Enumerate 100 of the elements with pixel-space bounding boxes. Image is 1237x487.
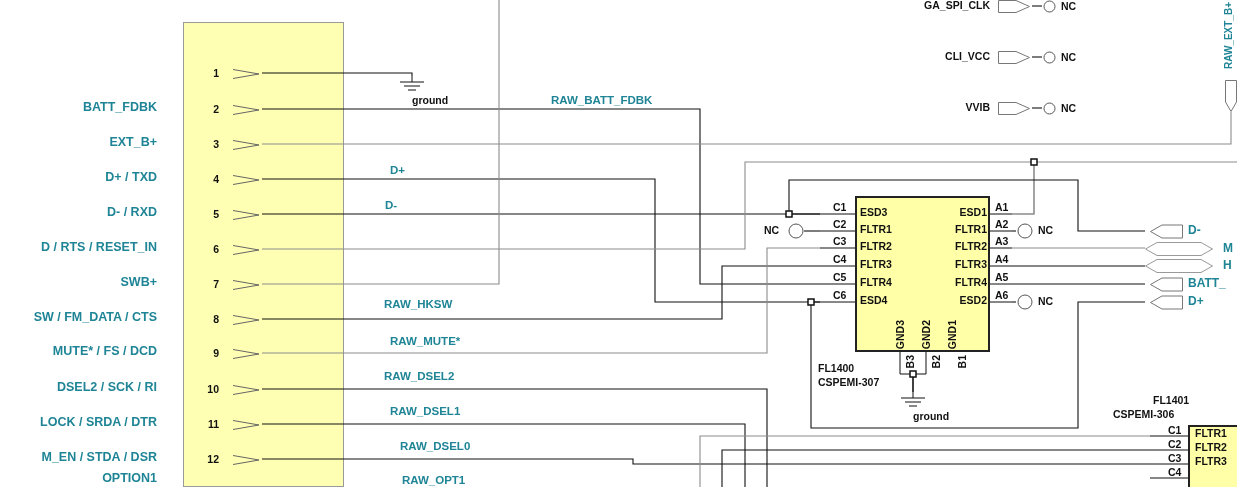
pin-number: 6 bbox=[212, 244, 219, 256]
part-label: CSPEMI-307 bbox=[818, 377, 880, 389]
pin-name: GND2 bbox=[921, 320, 933, 350]
pin-label: B3 bbox=[905, 355, 917, 369]
signal-label: D / RTS / RESET_IN bbox=[40, 241, 157, 255]
pin-name: FLTR2 bbox=[860, 241, 892, 253]
pin-number: 4 bbox=[212, 174, 219, 186]
wire bbox=[1011, 161, 1237, 215]
part-label: CSPEMI-306 bbox=[1113, 409, 1175, 421]
nc-label: NC bbox=[1061, 0, 1077, 13]
wire bbox=[1031, 56, 1043, 58]
pin-name: GND1 bbox=[947, 320, 959, 350]
pin-label: C4 bbox=[1168, 467, 1182, 479]
signal-label: RAW_EXT_B+ bbox=[1223, 2, 1234, 69]
pin-number: 1 bbox=[212, 68, 219, 80]
pin-label: C1 bbox=[1168, 425, 1182, 437]
pin-number: 5 bbox=[212, 209, 219, 221]
signal-label: RAW_OPT1 bbox=[402, 474, 466, 487]
pin-label: A6 bbox=[995, 290, 1009, 302]
signal-label: H bbox=[1223, 259, 1232, 273]
wire bbox=[1031, 5, 1043, 7]
nc-label: NC bbox=[1038, 296, 1054, 308]
signal-label: SW / FM_DATA / CTS bbox=[32, 311, 157, 325]
pin-name: FLTR1 bbox=[1195, 428, 1227, 440]
signal-label: D+ bbox=[1188, 295, 1204, 309]
wire bbox=[810, 301, 1146, 429]
pin-label: C2 bbox=[833, 219, 847, 231]
wire bbox=[261, 458, 1151, 465]
pin-label: C1 bbox=[833, 202, 847, 214]
pin-name: FLTR3 bbox=[1195, 456, 1227, 468]
wire bbox=[721, 449, 1151, 487]
pin-number: 7 bbox=[212, 279, 219, 291]
signal-label: M_EN / STDA / DSR bbox=[40, 451, 157, 465]
wire bbox=[261, 423, 746, 487]
pin-number: 11 bbox=[206, 419, 219, 431]
wire bbox=[803, 230, 821, 232]
pin-name: GND3 bbox=[895, 320, 907, 350]
wire bbox=[788, 179, 1146, 232]
pin-label: A2 bbox=[995, 219, 1009, 231]
pin-name: FLTR1 bbox=[860, 224, 892, 236]
pin-label: A3 bbox=[995, 236, 1009, 248]
pin-label: C3 bbox=[833, 236, 847, 248]
nc-label: NC bbox=[1038, 225, 1054, 237]
pin-name: ESD1 bbox=[958, 207, 987, 219]
nc-label: NC bbox=[1061, 51, 1077, 64]
wire-label: RAW_DSEL1 bbox=[390, 405, 461, 418]
wire-label: RAW_BATT_FDBK bbox=[551, 94, 653, 107]
pin-name: FLTR3 bbox=[860, 259, 892, 271]
pin-name: FLTR2 bbox=[954, 241, 987, 253]
signal-label: CLI_VCC bbox=[944, 51, 990, 63]
wire bbox=[261, 247, 821, 354]
pin-label: B2 bbox=[931, 355, 943, 369]
wire bbox=[261, 108, 821, 285]
pin-name: ESD4 bbox=[860, 295, 888, 307]
signal-label: BATT_FDBK bbox=[81, 101, 157, 115]
wire bbox=[261, 265, 821, 320]
wire bbox=[1011, 265, 1146, 267]
nc-label: NC bbox=[1061, 102, 1077, 115]
pin-label: A5 bbox=[995, 272, 1009, 284]
wire bbox=[261, 72, 413, 77]
pin-label: B1 bbox=[957, 355, 969, 369]
pin-label: A1 bbox=[995, 202, 1009, 214]
signal-label: M bbox=[1223, 242, 1233, 256]
pin-name: FLTR3 bbox=[954, 259, 987, 271]
pin-number: 3 bbox=[212, 139, 219, 151]
signal-label: D- / RXD bbox=[106, 206, 157, 220]
pin-label: C5 bbox=[833, 272, 847, 284]
pin-number: 2 bbox=[212, 104, 219, 116]
wire bbox=[261, 111, 1232, 145]
part-label: FL1400 bbox=[818, 363, 855, 375]
signal-label: D- bbox=[1188, 224, 1201, 238]
pin-label: C4 bbox=[833, 254, 847, 266]
wire-label: RAW_DSEL0 bbox=[400, 440, 471, 453]
part-label: FL1401 bbox=[1153, 395, 1190, 407]
signal-label: VVIB bbox=[964, 102, 990, 114]
signal-label: D+ / TXD bbox=[104, 171, 157, 185]
nc-label: NC bbox=[764, 225, 780, 237]
wire bbox=[261, 388, 768, 487]
wire-label: RAW_DSEL2 bbox=[384, 370, 455, 383]
signal-label: OPTION1 bbox=[101, 472, 157, 486]
pin-number: 10 bbox=[206, 384, 219, 396]
pin-label: A4 bbox=[995, 254, 1009, 266]
pin-label: C6 bbox=[833, 290, 847, 302]
signal-label: BATT_ bbox=[1188, 277, 1226, 291]
signal-label: MUTE* / FS / DCD bbox=[51, 345, 157, 359]
wire bbox=[1011, 283, 1146, 285]
pin-number: 12 bbox=[206, 454, 219, 466]
pin-number: 9 bbox=[212, 348, 219, 360]
wire bbox=[1011, 301, 1017, 303]
wire-label: D- bbox=[385, 199, 398, 212]
wire bbox=[912, 373, 927, 393]
pin-label: C3 bbox=[1168, 453, 1182, 465]
wire bbox=[699, 435, 1151, 487]
wire bbox=[1011, 247, 1146, 249]
wire bbox=[1031, 107, 1043, 109]
pin-name: ESD2 bbox=[958, 295, 987, 307]
connector-block bbox=[183, 22, 344, 487]
pin-name: FLTR4 bbox=[954, 277, 987, 289]
pin-name: FLTR4 bbox=[860, 277, 892, 289]
wire bbox=[1011, 230, 1017, 232]
